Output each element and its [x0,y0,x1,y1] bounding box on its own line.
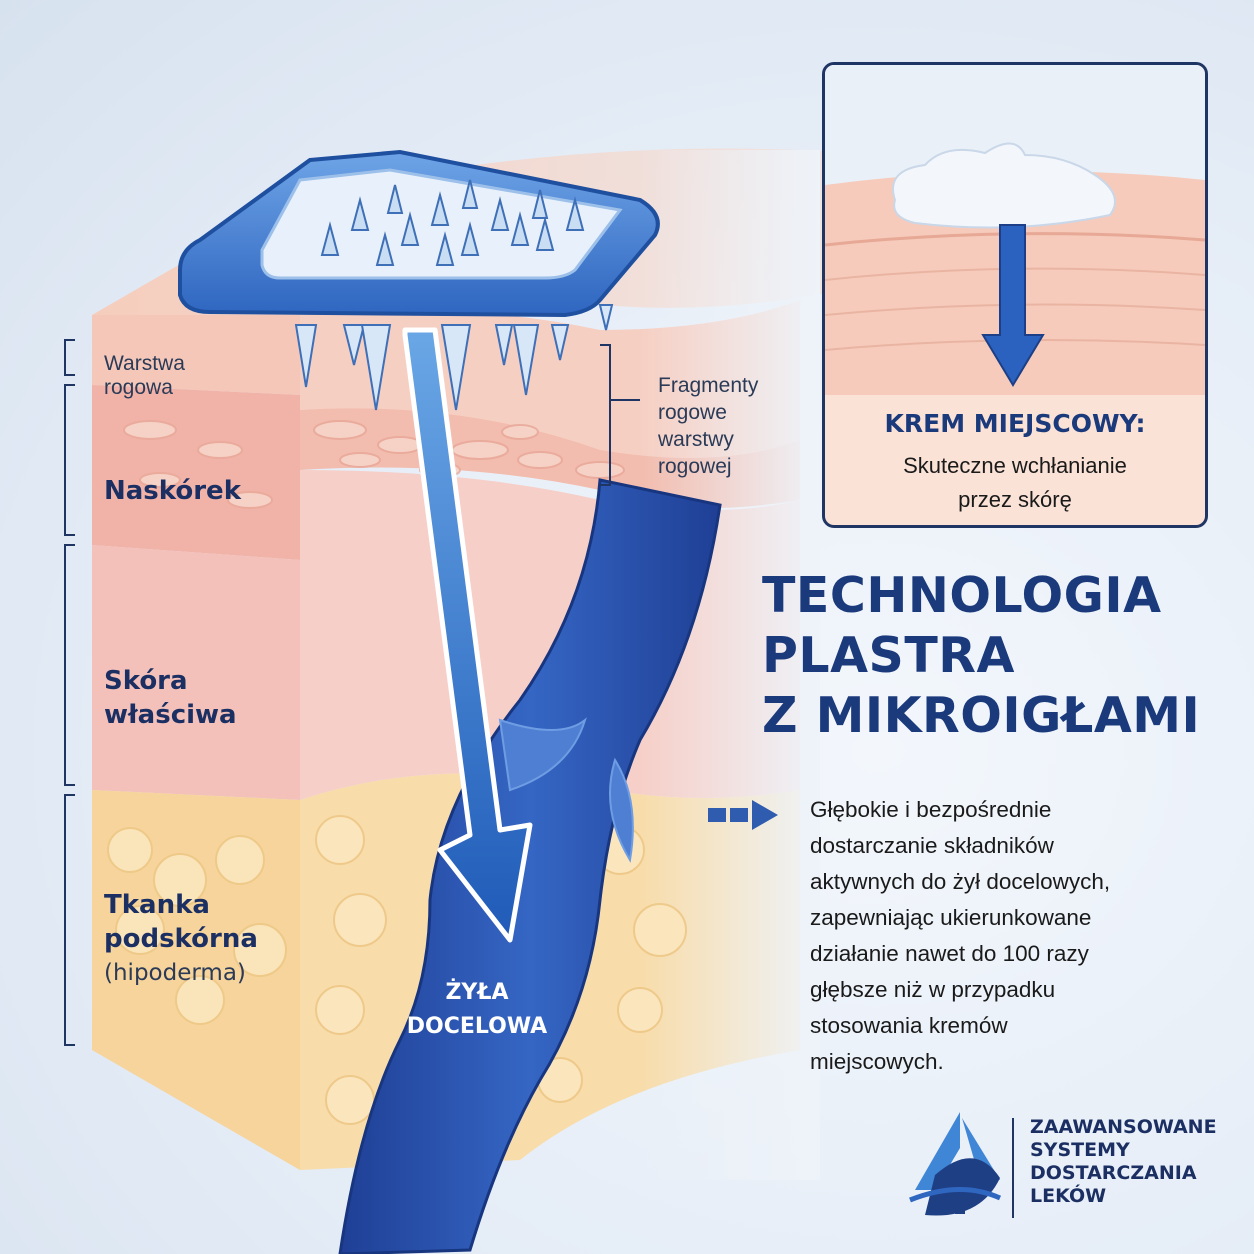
page-title: TECHNOLOGIA PLASTRA Z MIKROIGŁAMI [762,567,1201,744]
left-face-stratum [92,315,300,395]
label-dermis: Skóra właściwa [104,666,237,730]
left-face-epidermis [92,385,300,560]
cream-diagram [825,65,1205,395]
down-arrow-icon [402,327,533,943]
brand-name: ZAAWANSOWANE SYSTEMY DOSTARCZANIA LEKÓW [1030,1116,1217,1207]
label-hypodermis: Tkanka podskórna (hipoderma) [104,888,258,990]
needle-tips-top [320,179,585,266]
right-arrow-icon [708,800,778,830]
label-hypodermis-sub: (hipoderma) [104,960,246,986]
brand-logo-icon [909,1112,1002,1216]
description-text: Głębokie i bezpośrednie dostarczanie skł… [810,797,1111,1074]
needles-below [294,304,614,411]
vein-valve [498,717,587,792]
fat-cells [107,815,687,1125]
left-face-dermis [92,545,300,800]
vein-valve-2 [609,757,634,863]
label-fragments: Fragmenty rogowe warstwy rogowej [658,374,759,478]
label-epidermis: Naskórek [104,476,241,506]
topical-cream-inset: KREM MIEJSCOWY: Skuteczne wchłanianie pr… [822,62,1208,528]
cream-blob [892,142,1116,229]
label-hypodermis-main: Tkanka podskórna [104,890,258,954]
microneedle-patch [178,149,660,411]
inset-title: KREM MIEJSCOWY: [884,409,1146,438]
label-target-vein: ŻYŁA DOCELOWA [406,980,548,1039]
inset-subtitle: Skuteczne wchłanianie przez skórę [903,453,1127,512]
layer-brackets [64,339,640,1046]
label-stratum-corneum: Warstwa rogowa [104,352,185,399]
